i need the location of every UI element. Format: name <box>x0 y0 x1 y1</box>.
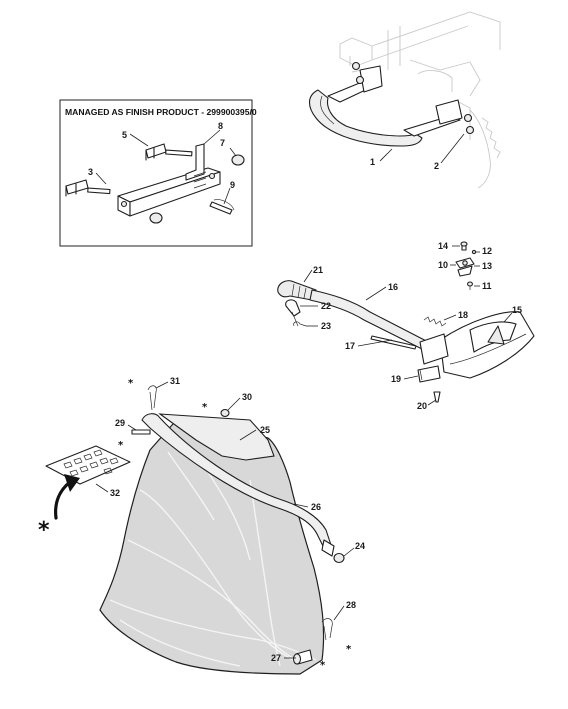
callout-32: 32 <box>110 488 120 498</box>
leader-5 <box>129 133 149 147</box>
leader-8 <box>203 129 221 145</box>
callout-8: 8 <box>218 121 223 131</box>
instruction-sheet-32 <box>45 445 131 485</box>
leader-21 <box>303 269 313 283</box>
callout-27: 27 <box>271 653 281 663</box>
callout-29: 29 <box>115 418 125 428</box>
callout-10: 10 <box>438 260 448 270</box>
callout-17: 17 <box>345 341 355 351</box>
leader-24 <box>343 547 355 557</box>
callout-13: 13 <box>482 261 492 271</box>
leader-26 <box>293 503 309 508</box>
callout-31: 31 <box>170 376 180 386</box>
curved-arrow <box>54 474 80 520</box>
leader-17 <box>357 339 393 347</box>
callout-9: 9 <box>230 180 235 190</box>
callout-11: 11 <box>482 281 492 291</box>
callout-22: 22 <box>321 301 331 311</box>
callout-5: 5 <box>122 130 127 140</box>
leader-25 <box>239 429 257 441</box>
callout-15: 15 <box>512 305 522 315</box>
tow-bar-part-1 <box>308 61 475 147</box>
leader-29 <box>127 424 137 431</box>
callout-2: 2 <box>434 161 439 171</box>
callout-23: 23 <box>321 321 331 331</box>
leader-9 <box>223 187 231 205</box>
callout-1: 1 <box>370 157 375 167</box>
callout-26: 26 <box>311 502 321 512</box>
leader-1 <box>379 148 393 162</box>
leader-31 <box>155 381 169 389</box>
callout-25: 25 <box>260 425 270 435</box>
callout-24: 24 <box>355 541 365 551</box>
tractor-frame-ghost <box>339 11 501 189</box>
leader-15 <box>503 312 513 323</box>
callout-28: 28 <box>346 600 356 610</box>
leader-20 <box>427 399 437 406</box>
callout-18: 18 <box>458 310 468 320</box>
callout-12: 12 <box>482 246 492 256</box>
grass-bag-assembly <box>99 385 345 675</box>
leader-18 <box>443 314 457 321</box>
callout-30: 30 <box>242 392 252 402</box>
leader-2 <box>440 133 465 164</box>
asterisk-28: * <box>346 644 352 655</box>
asterisk-27: * <box>320 660 326 671</box>
asterisk-29: * <box>118 440 124 451</box>
callout-19: 19 <box>391 374 401 384</box>
leader-28 <box>333 605 345 621</box>
inset-title: MANAGED AS FINISH PRODUCT - 299900395/0 <box>65 107 257 117</box>
dump-lever-assembly <box>277 280 535 403</box>
hardware-group-10-14 <box>455 241 477 290</box>
callout-7: 7 <box>220 138 225 148</box>
leader-7 <box>229 147 237 157</box>
callout-16: 16 <box>388 282 398 292</box>
callout-3: 3 <box>88 167 93 177</box>
leader-30 <box>227 397 241 411</box>
inset-box: MANAGED AS FINISH PRODUCT - 299900395/0 … <box>59 99 257 247</box>
callout-14: 14 <box>438 241 448 251</box>
asterisk-31: * <box>128 378 134 389</box>
leader-32 <box>95 483 109 493</box>
callout-21: 21 <box>313 265 323 275</box>
asterisk-30: * <box>202 402 208 413</box>
leader-16 <box>365 286 387 301</box>
callout-20: 20 <box>417 401 427 411</box>
asterisk-large: * <box>38 518 50 543</box>
leader-19 <box>403 375 419 380</box>
leader-3 <box>95 172 107 185</box>
